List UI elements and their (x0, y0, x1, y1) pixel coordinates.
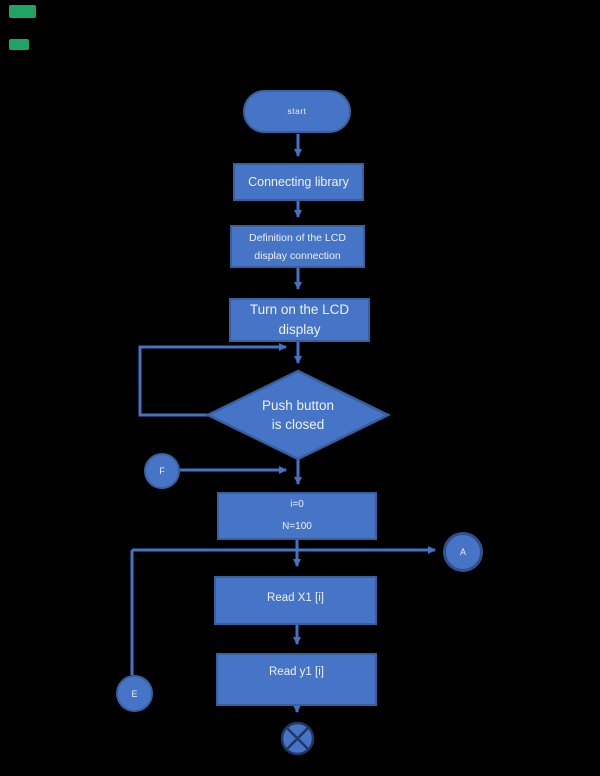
flow-node-start: start (243, 90, 351, 133)
read-x1-label: Read X1 [i] (267, 592, 324, 604)
decision-line1: Push button (261, 398, 335, 413)
turn-on-line1: Turn on the LCD (249, 302, 350, 317)
read-y1-label: Read y1 [i] (269, 666, 324, 678)
connector-circle-e: E (116, 675, 153, 712)
flow-node-read-x1: Read X1 [i] (214, 576, 377, 625)
decision-diamond (205, 369, 391, 461)
flow-node-turn-on-lcd: Turn on the LCD display (229, 298, 370, 342)
connecting-library-label: Connecting library (248, 174, 349, 189)
flow-node-read-y1: Read y1 [i] (216, 653, 377, 706)
connector-circle-f: F (144, 453, 180, 489)
corner-mark-bottom (9, 39, 29, 50)
init-line1: i=0 (290, 499, 304, 510)
decision-line2: is closed (271, 417, 325, 432)
init-line2: N=100 (282, 520, 312, 532)
start-label: start (287, 106, 307, 117)
turn-on-line2: display (278, 322, 321, 337)
connector-e-label: E (131, 688, 138, 699)
summing-junction (280, 721, 315, 756)
definition-line2: display connection (254, 249, 341, 262)
connector-circle-a: A (443, 532, 483, 572)
definition-line1: Definition of the LCD (249, 231, 346, 244)
connector-a-label: A (459, 547, 466, 557)
flow-node-definition: Definition of the LCD display connection (230, 225, 365, 268)
connector-f-label: F (159, 466, 165, 476)
flow-node-connecting-library: Connecting library (233, 163, 364, 201)
corner-mark-top (9, 5, 36, 18)
loopback-line (138, 343, 287, 417)
decision-label: Push button is closed (208, 371, 388, 459)
flow-node-init: i=0 N=100 (217, 492, 377, 540)
